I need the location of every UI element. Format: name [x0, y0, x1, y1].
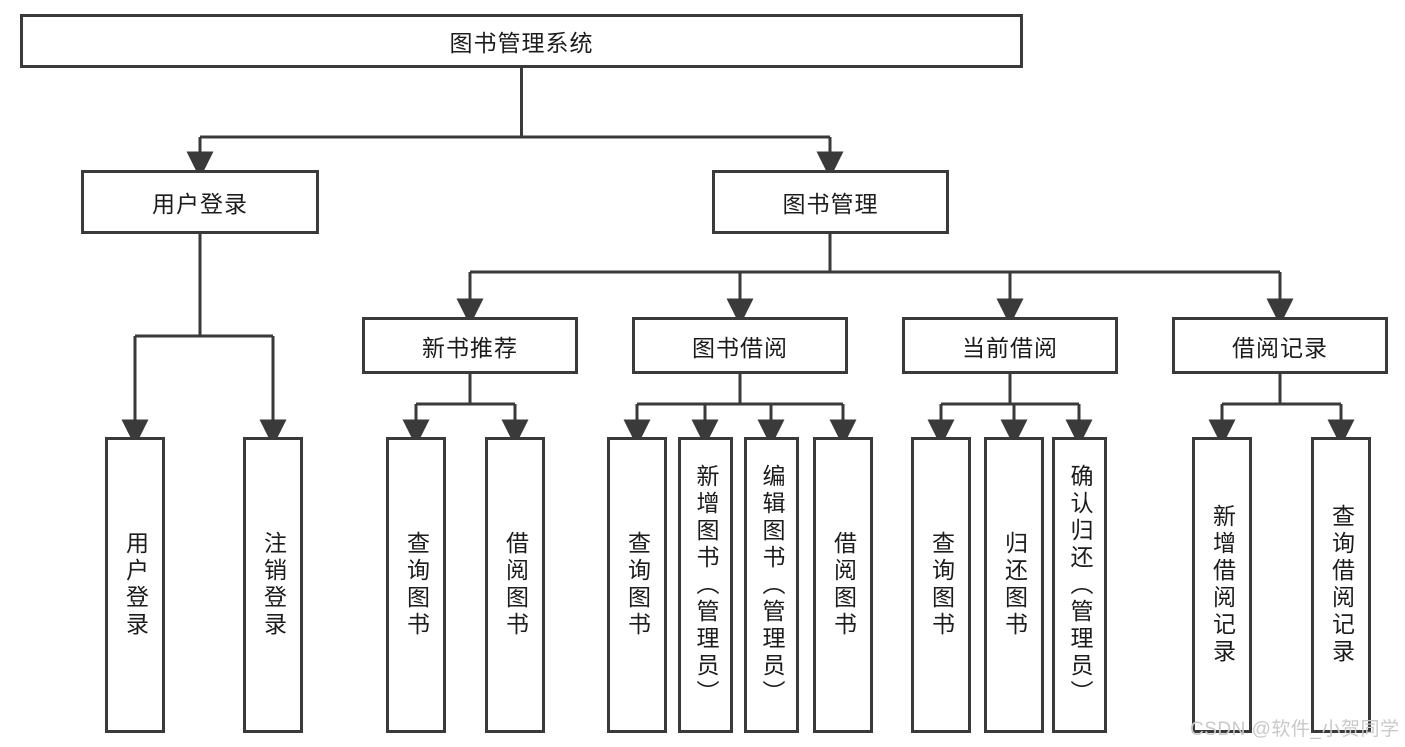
edge-userlogin-to-leaves	[121, 234, 287, 447]
node-root-label: 图书管理系统	[449, 30, 594, 56]
node-borrow-record-label: 借阅记录	[1232, 334, 1328, 361]
edge-root-to-level2	[186, 68, 844, 179]
node-leaf-query-record[interactable]: 查询借阅记录	[1311, 437, 1371, 733]
node-user-login-label: 用户登录	[152, 191, 248, 217]
node-leaf-confirm-return[interactable]: 确认归还（管理员）	[1052, 437, 1107, 733]
node-leaf-add-book[interactable]: 新增图书（管理员）	[678, 437, 733, 733]
node-leaf-return-book-label: 归还图书	[1001, 531, 1028, 639]
node-leaf-query-book-1[interactable]: 查询图书	[386, 437, 446, 733]
node-leaf-return-book[interactable]: 归还图书	[984, 437, 1044, 733]
edge-borrowrecord-to-leaves	[1208, 374, 1355, 447]
node-leaf-borrow-book-2[interactable]: 借阅图书	[813, 437, 873, 733]
node-leaf-logout[interactable]: 注销登录	[243, 437, 303, 733]
node-leaf-query-book-3[interactable]: 查询图书	[911, 437, 971, 733]
node-root[interactable]: 图书管理系统	[20, 14, 1023, 68]
node-new-book-rec[interactable]: 新书推荐	[362, 317, 578, 374]
node-leaf-edit-book-label: 编辑图书（管理员）	[759, 463, 785, 707]
node-leaf-query-book-2[interactable]: 查询图书	[607, 437, 667, 733]
node-leaf-add-book-label: 新增图书（管理员）	[693, 463, 719, 707]
node-current-borrow-label: 当前借阅	[962, 334, 1058, 361]
node-current-borrow[interactable]: 当前借阅	[902, 317, 1118, 374]
edge-bookmanage-to-level3	[456, 234, 1294, 326]
node-book-borrow[interactable]: 图书借阅	[632, 317, 848, 374]
node-leaf-query-book-3-label: 查询图书	[928, 531, 955, 639]
node-borrow-record[interactable]: 借阅记录	[1172, 317, 1388, 374]
node-leaf-edit-book[interactable]: 编辑图书（管理员）	[744, 437, 799, 733]
node-book-borrow-label: 图书借阅	[692, 334, 788, 361]
node-leaf-confirm-return-label: 确认归还（管理员）	[1067, 463, 1093, 707]
node-leaf-logout-label: 注销登录	[260, 531, 287, 639]
edge-newbookrec-to-leaves	[402, 374, 529, 447]
node-book-manage-label: 图书管理	[782, 191, 879, 217]
node-leaf-query-book-1-label: 查询图书	[403, 531, 430, 639]
edge-currentborrow-to-leaves	[927, 374, 1093, 447]
node-leaf-borrow-book-1-label: 借阅图书	[502, 531, 529, 639]
node-leaf-query-record-label: 查询借阅记录	[1328, 504, 1355, 666]
node-leaf-query-book-2-label: 查询图书	[624, 531, 651, 639]
node-book-manage[interactable]: 图书管理	[712, 170, 949, 234]
node-leaf-add-record[interactable]: 新增借阅记录	[1192, 437, 1252, 733]
node-leaf-add-record-label: 新增借阅记录	[1209, 504, 1236, 666]
node-leaf-user-login-label: 用户登录	[122, 531, 149, 639]
node-user-login[interactable]: 用户登录	[81, 170, 319, 234]
edge-bookborrow-to-leaves	[623, 374, 857, 447]
watermark-text: CSDN @软件_小贺同学	[1190, 719, 1400, 740]
node-new-book-rec-label: 新书推荐	[422, 334, 518, 361]
node-leaf-user-login[interactable]: 用户登录	[105, 437, 165, 733]
node-leaf-borrow-book-1[interactable]: 借阅图书	[485, 437, 545, 733]
node-leaf-borrow-book-2-label: 借阅图书	[830, 531, 857, 639]
